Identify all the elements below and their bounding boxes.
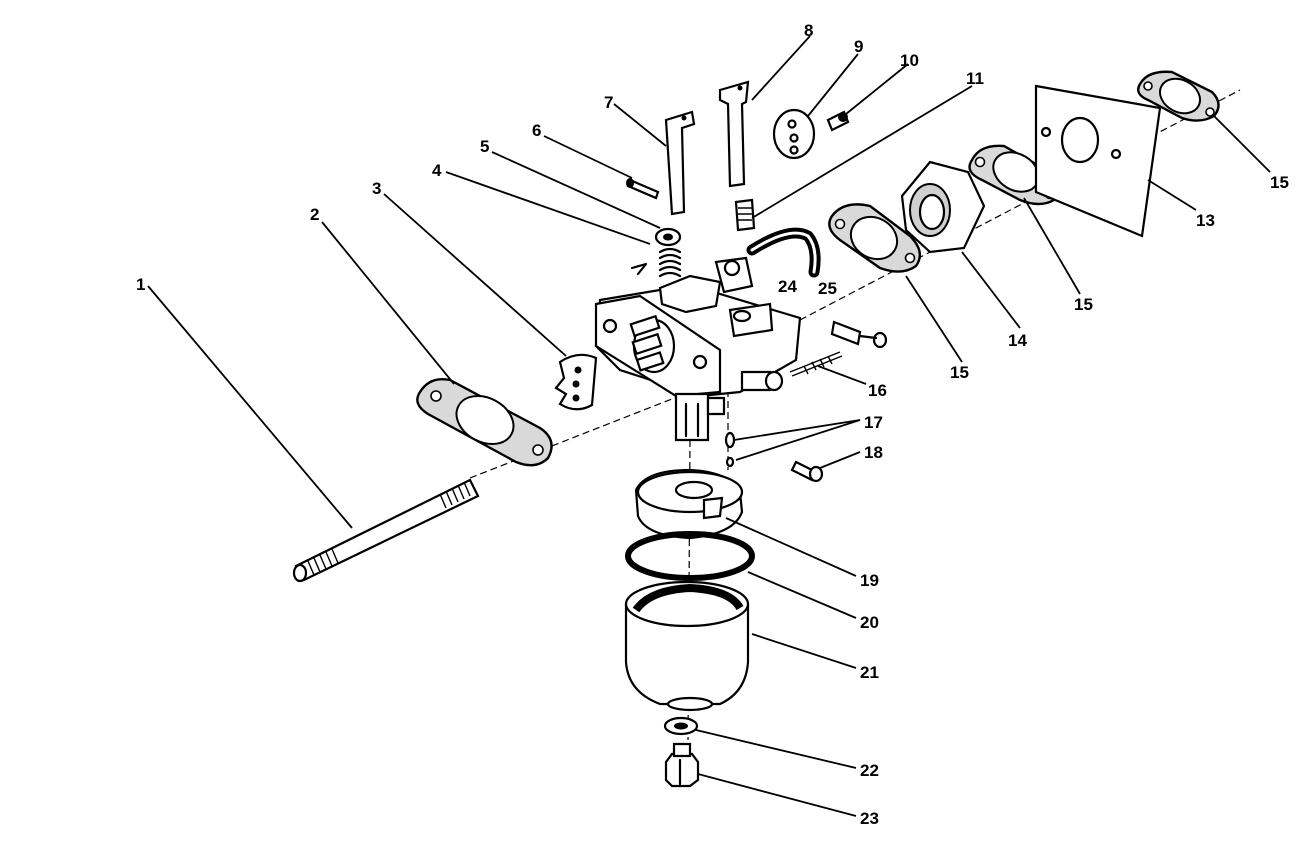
callout-6: 6 (532, 121, 541, 140)
callout-21: 21 (860, 663, 879, 682)
part-11-fitting (734, 198, 756, 232)
part-8-choke-shaft (718, 80, 750, 188)
part-23-bowl-nut (664, 742, 700, 788)
callout-15-b: 15 (1074, 295, 1093, 314)
callout-25: 25 (818, 279, 837, 298)
part-7-throttle-shaft (664, 110, 696, 216)
callout-7: 7 (604, 93, 613, 112)
part-4-spring (630, 247, 682, 278)
part-20-bowl-gasket (625, 531, 755, 581)
callout-labels: 1 2 3 4 5 6 7 8 9 10 11 13 14 15 15 15 1… (136, 21, 1289, 828)
part-16-pin (789, 351, 843, 377)
callout-4: 4 (432, 161, 442, 180)
part-21-float-bowl (624, 580, 750, 712)
leader-lines (147, 35, 1271, 817)
callout-19: 19 (860, 571, 879, 590)
callout-15-c: 15 (950, 363, 969, 382)
part-18-screw (790, 460, 824, 483)
part-3-throttle-plate (554, 353, 598, 411)
callout-11: 11 (966, 69, 984, 88)
callout-15-a: 15 (1270, 173, 1289, 192)
part-22-washer (663, 716, 699, 736)
callout-5: 5 (480, 137, 489, 156)
callout-2: 2 (310, 205, 319, 224)
callout-9: 9 (854, 37, 863, 56)
callout-23: 23 (860, 809, 879, 828)
callout-14: 14 (1008, 331, 1027, 350)
callout-20: 20 (860, 613, 879, 632)
callout-10: 10 (900, 51, 919, 70)
callout-24: 24 (778, 277, 797, 296)
part-15-gasket-1 (828, 203, 922, 273)
carburetor-body (594, 256, 802, 442)
callout-16: 16 (868, 381, 887, 400)
part-13-plate (1034, 84, 1162, 238)
part-idle-screw (830, 320, 888, 349)
part-19-float (634, 468, 744, 540)
callout-22: 22 (860, 761, 879, 780)
callout-1: 1 (136, 275, 145, 294)
callout-3: 3 (372, 179, 381, 198)
part-9-choke-plate (772, 108, 816, 160)
part-10-screw (826, 110, 850, 132)
part-5-seal (654, 227, 682, 247)
callout-18: 18 (864, 443, 883, 462)
callout-8: 8 (804, 21, 813, 40)
part-17-o-rings (724, 431, 736, 468)
part-1-stud (292, 478, 480, 583)
part-2-gasket (416, 378, 553, 467)
part-6-screw (626, 178, 660, 200)
part-14-spacer (900, 160, 986, 254)
callout-13: 13 (1196, 211, 1215, 230)
callout-17: 17 (864, 413, 883, 432)
part-24-25-fuel-line (746, 227, 821, 278)
